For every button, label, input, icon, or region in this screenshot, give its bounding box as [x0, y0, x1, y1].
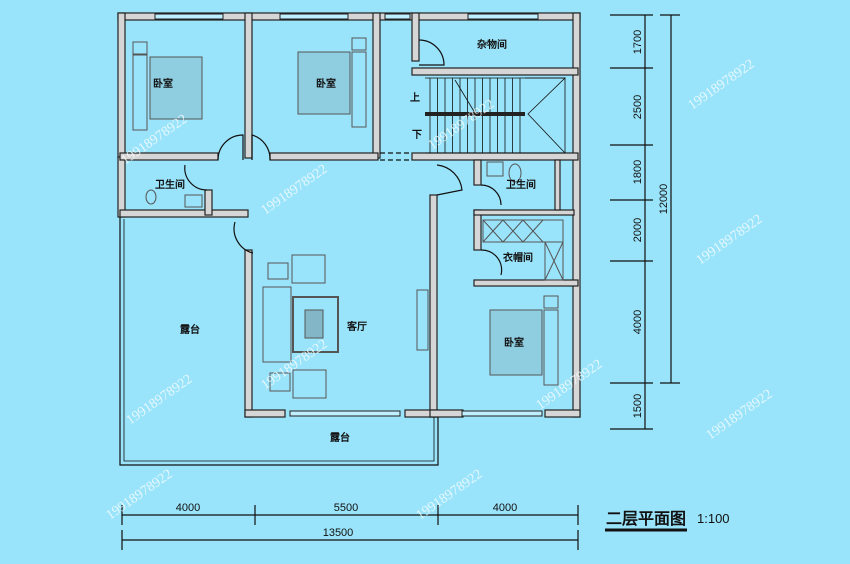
room-label-storage: 杂物间 — [477, 38, 507, 51]
watermark: 19918978922 — [694, 212, 766, 268]
living-room-furniture — [262, 254, 429, 399]
watermarks: 19918978922 19918978922 19918978922 1991… — [104, 57, 776, 523]
watermark: 19918978922 — [704, 387, 776, 443]
stair-down-label: 下 — [412, 129, 422, 141]
watermark: 19918978922 — [259, 337, 331, 393]
dim-v-5: 4000 — [632, 310, 644, 334]
dim-v-1: 1700 — [632, 30, 644, 54]
dim-v-2: 2500 — [632, 95, 644, 119]
dim-v-6: 1500 — [632, 394, 644, 418]
walls — [117, 12, 581, 418]
horizontal-dimensions: 4000 5500 4000 13500 — [121, 502, 579, 550]
room-label-bedroom-2: 卧室 — [316, 77, 336, 90]
room-label-bedroom-3: 卧室 — [504, 336, 524, 349]
dim-h-1: 4000 — [176, 502, 200, 514]
dim-v-3: 1800 — [632, 160, 644, 184]
room-label-bathroom-left: 卫生间 — [155, 178, 185, 191]
terrace-outline — [119, 215, 439, 466]
windows — [154, 13, 543, 417]
stair-up-label: 上 — [410, 91, 420, 104]
bed-bedroom-3 — [489, 295, 559, 386]
drawing-scale: 1:100 — [697, 511, 730, 526]
dim-h-total: 13500 — [323, 527, 354, 539]
closet-wardrobe — [482, 219, 564, 281]
bathroom-fixtures — [145, 161, 522, 208]
bed-bedroom-1 — [132, 41, 203, 131]
room-label-living-room: 客厅 — [346, 320, 367, 333]
watermark: 19918978922 — [426, 97, 498, 153]
room-label-bathroom-right: 卫生间 — [506, 178, 536, 191]
room-label-closet: 衣帽间 — [503, 251, 533, 264]
room-label-terrace-left: 露台 — [180, 323, 200, 336]
staircase[interactable]: 上 下 — [410, 77, 566, 154]
bed-bedroom-2 — [297, 37, 367, 128]
dim-h-2: 5500 — [334, 502, 358, 514]
room-label-terrace-bottom: 露台 — [330, 431, 350, 444]
dim-h-3: 4000 — [493, 502, 517, 514]
room-label-bedroom-1: 卧室 — [153, 77, 173, 90]
vertical-dimensions: 1700 2500 1800 2000 4000 1500 12000 — [610, 14, 680, 430]
dim-v-total: 12000 — [658, 184, 670, 215]
drawing-title: 二层平面图 — [606, 509, 686, 528]
doors — [184, 39, 503, 276]
dim-v-4: 2000 — [632, 218, 644, 242]
watermark: 19918978922 — [259, 162, 331, 218]
watermark: 19918978922 — [686, 57, 758, 113]
watermark: 19918978922 — [124, 372, 196, 428]
